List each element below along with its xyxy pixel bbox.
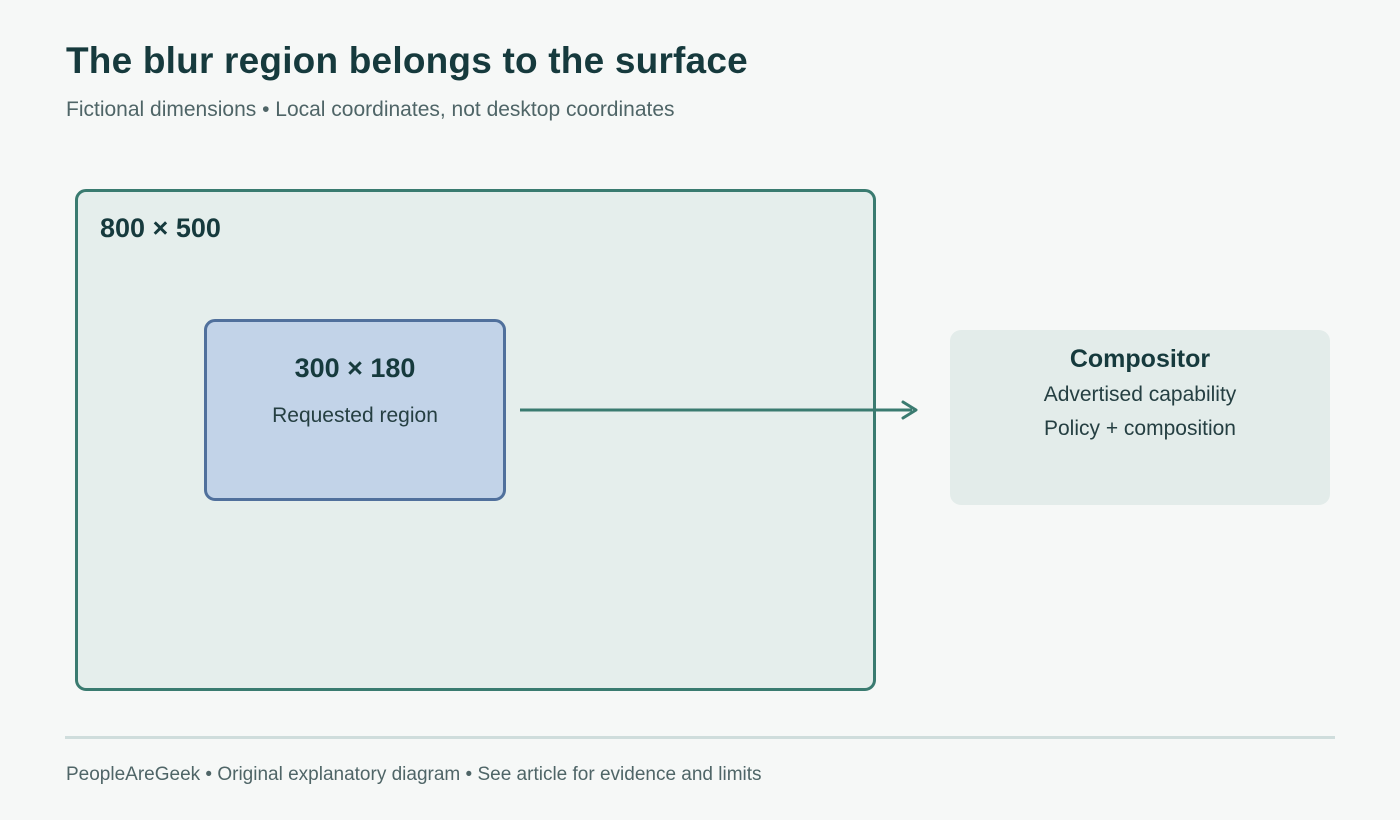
compositor-policy-text: Policy + composition: [1043, 417, 1236, 440]
region-caption: Requested region: [272, 404, 438, 427]
footer-divider: [65, 736, 1335, 739]
requested-region-box: [204, 319, 506, 501]
compositor-box: [950, 330, 1330, 505]
compositor-title: Compositor: [1069, 345, 1211, 373]
region-dimensions-label: 300 × 180: [294, 353, 416, 383]
arrow-head-icon: [901, 400, 918, 420]
page-title: The blur region belongs to the surface: [66, 40, 748, 81]
footer-credit: PeopleAreGeek • Original explanatory dia…: [66, 764, 762, 785]
compositor-capability-text: Advertised capability: [1043, 383, 1237, 406]
page-subtitle: Fictional dimensions • Local coordinates…: [66, 98, 675, 121]
surface-dimensions-label: 800 × 500: [100, 213, 221, 243]
